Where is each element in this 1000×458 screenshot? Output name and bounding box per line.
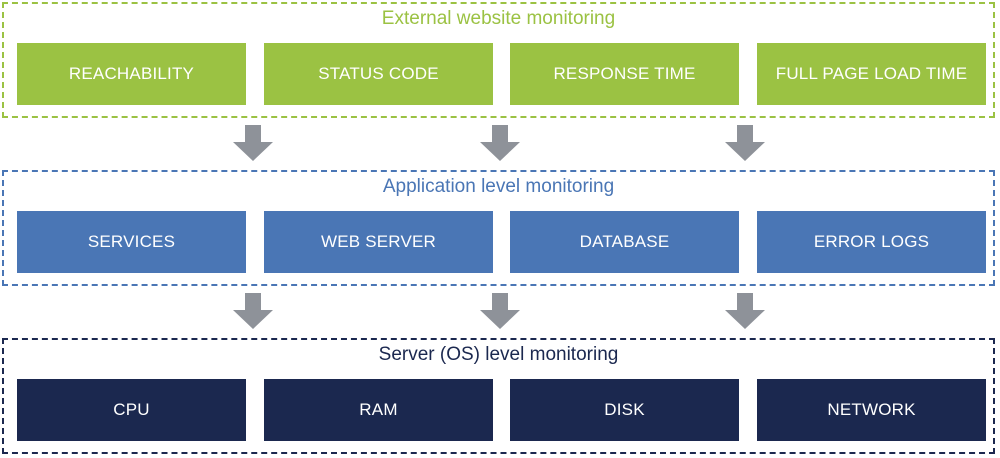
full-page-load-time-box: FULL PAGE LOAD TIME xyxy=(757,43,986,105)
disk-box: DISK xyxy=(510,379,739,441)
database-box: DATABASE xyxy=(510,211,739,273)
services-box: SERVICES xyxy=(17,211,246,273)
error-logs-box: ERROR LOGS xyxy=(757,211,986,273)
web-server-box: WEB SERVER xyxy=(264,211,493,273)
down-arrow-icon xyxy=(233,125,273,161)
server-monitoring-section: Server (OS) level monitoring CPU RAM DIS… xyxy=(2,338,995,454)
section-title: Server (OS) level monitoring xyxy=(378,344,619,365)
section-title: External website monitoring xyxy=(381,8,616,29)
cpu-box: CPU xyxy=(17,379,246,441)
external-monitoring-section: External website monitoring REACHABILITY… xyxy=(2,2,995,118)
status-code-box: STATUS CODE xyxy=(264,43,493,105)
down-arrow-icon xyxy=(725,125,765,161)
network-box: NETWORK xyxy=(757,379,986,441)
ram-box: RAM xyxy=(264,379,493,441)
down-arrow-icon xyxy=(725,293,765,329)
response-time-box: RESPONSE TIME xyxy=(510,43,739,105)
down-arrow-icon xyxy=(480,125,520,161)
reachability-box: REACHABILITY xyxy=(17,43,246,105)
section-title: Application level monitoring xyxy=(382,176,615,197)
application-monitoring-section: Application level monitoring SERVICES WE… xyxy=(2,170,995,286)
down-arrow-icon xyxy=(233,293,273,329)
down-arrow-icon xyxy=(480,293,520,329)
